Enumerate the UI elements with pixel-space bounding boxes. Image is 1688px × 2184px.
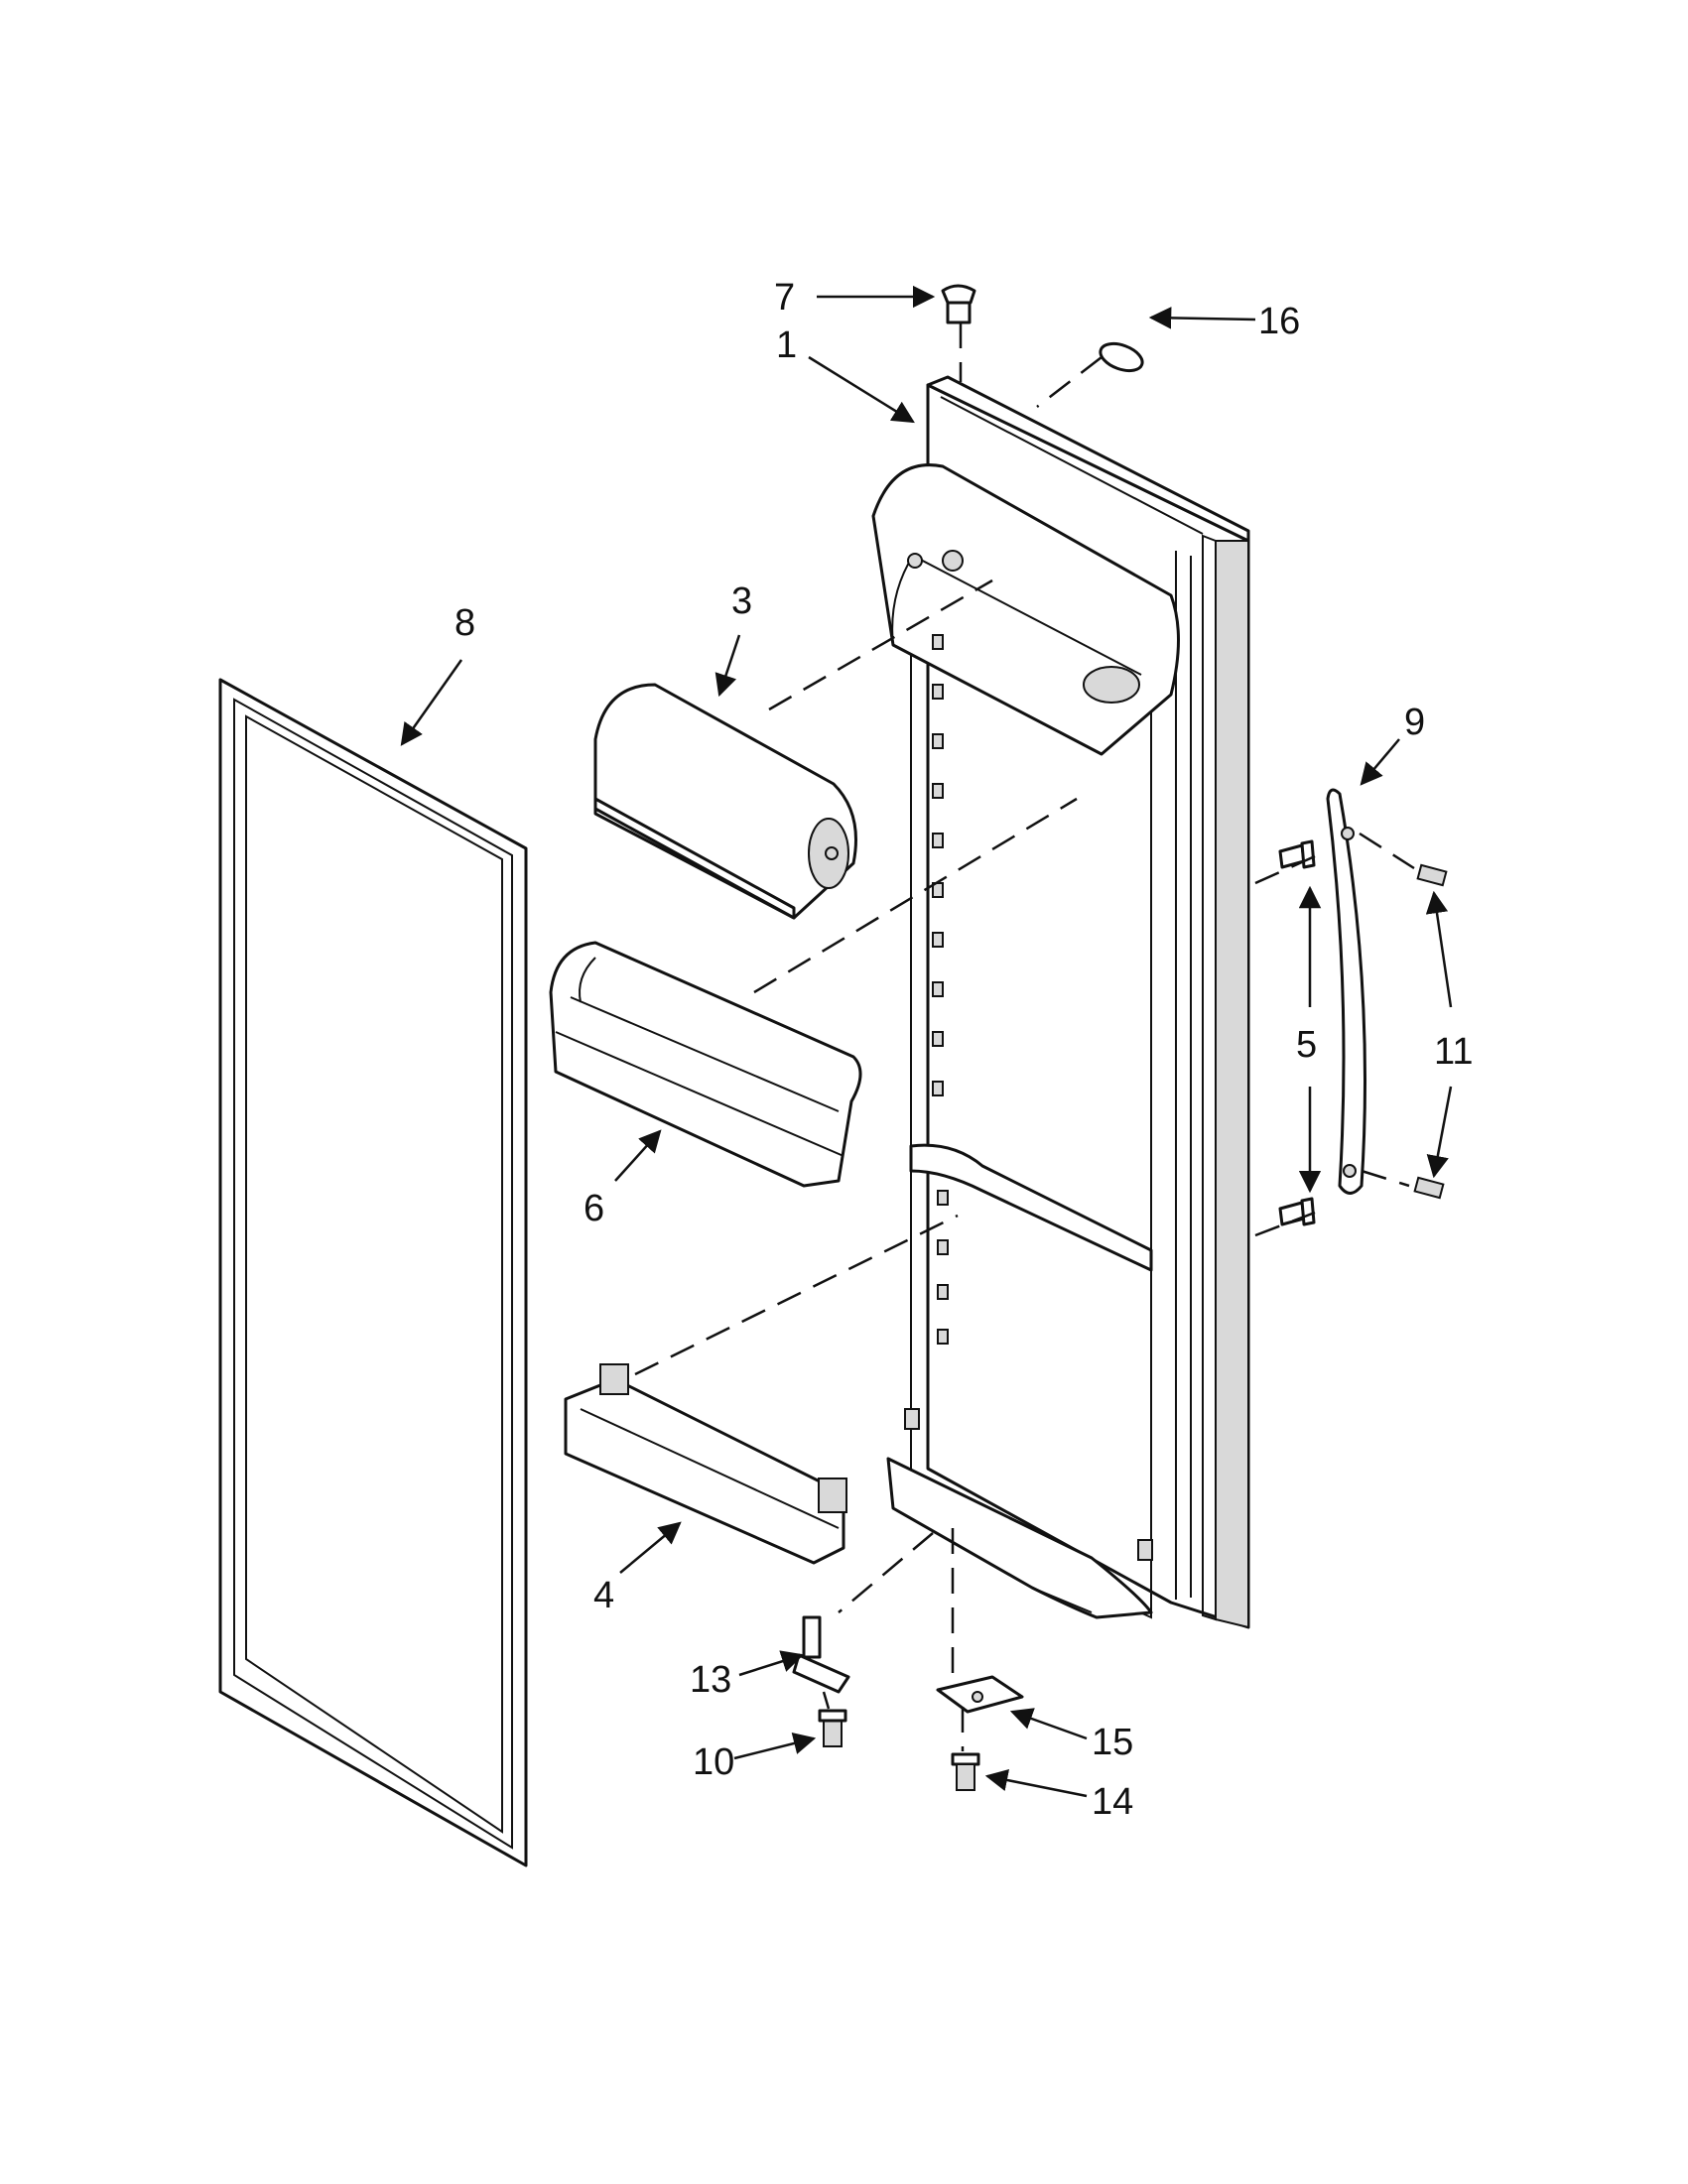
- callout-3: 3: [731, 580, 752, 622]
- callout-7: 7: [774, 277, 795, 319]
- assembly-lines: [634, 322, 1415, 1751]
- door-liner: [871, 375, 1250, 1629]
- liner-rivets: [1175, 551, 1192, 1600]
- callout-6: 6: [584, 1188, 604, 1229]
- door-gasket: [218, 678, 528, 1867]
- callout-14: 14: [1092, 1781, 1133, 1823]
- bracket-screw: [951, 1752, 980, 1791]
- callout-1: 1: [776, 324, 797, 366]
- hole-plug: [1099, 341, 1144, 373]
- door-bin: [549, 941, 862, 1188]
- callout-13: 13: [690, 1659, 731, 1701]
- callout-16: 16: [1258, 301, 1300, 342]
- callout-8: 8: [454, 602, 475, 644]
- hinge-pin: [792, 1615, 850, 1694]
- callout-arrows: [400, 285, 1453, 1798]
- callout-15: 15: [1092, 1722, 1133, 1763]
- set-screws: [1413, 863, 1448, 1200]
- callout-10: 10: [693, 1741, 734, 1783]
- callout-9: 9: [1404, 702, 1425, 743]
- callout-5: 5: [1296, 1024, 1317, 1066]
- bottom-hinge-bracket: [936, 1675, 1024, 1714]
- dispenser-cover: [593, 683, 857, 920]
- hinge-plug: [941, 284, 976, 324]
- door-handle: [1326, 788, 1366, 1195]
- callout-11: 11: [1434, 1031, 1473, 1073]
- callout-4: 4: [593, 1575, 614, 1616]
- lower-door-bin: [564, 1363, 847, 1565]
- hinge-screw: [818, 1709, 847, 1747]
- shelf-support-studs: [932, 634, 949, 1345]
- callout-labels: 7 1 16 8 3 9 5 11 6 4 13 10 15 14: [454, 277, 1473, 1823]
